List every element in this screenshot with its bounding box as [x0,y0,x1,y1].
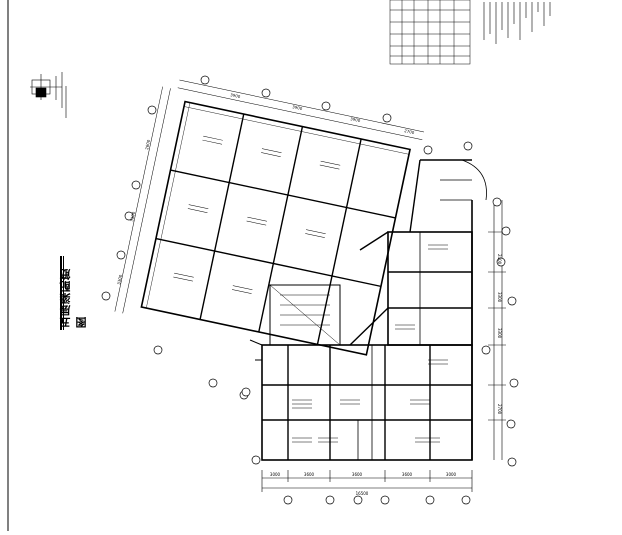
dim-top-3: 3900 [350,116,361,123]
lower-rebar-notes [292,244,448,443]
dim-bottom-1: 3000 [270,472,281,477]
dim-top-2: 3900 [292,104,303,111]
dim-left-1: 2600 [144,139,151,150]
right-axis-bubbles [481,197,519,467]
dim-right-2: 3300 [497,292,502,303]
dim-top-4: 2700 [404,128,415,135]
upper-left-block [114,79,425,356]
dim-right-4: 2700 [497,404,502,415]
dim-bottom-2: 3600 [304,472,315,477]
dim-top-1: 3900 [230,92,241,99]
dim-left-2: 3300 [129,211,136,222]
notes-table [389,0,471,65]
dim-left-3: 3300 [116,274,123,285]
dim-bottom-4: 3600 [402,472,413,477]
dim-bottom-3: 3600 [352,472,363,477]
bottom-axis-bubbles [241,387,471,505]
right-dimensions [488,200,506,460]
notes-text [483,2,551,44]
axis-bubbles-upper [101,75,473,400]
drawing-title: 五层梁配筋图 [59,268,88,328]
dim-bottom-5: 3000 [446,472,457,477]
section-detail [30,72,67,118]
dim-right-1: 2400 [497,254,502,265]
title-underline-thin [63,256,64,330]
dim-bottom-total: 16500 [356,491,369,496]
title-underline [60,256,62,330]
bottom-dimensions [261,470,473,492]
dim-right-3: 3300 [497,328,502,339]
